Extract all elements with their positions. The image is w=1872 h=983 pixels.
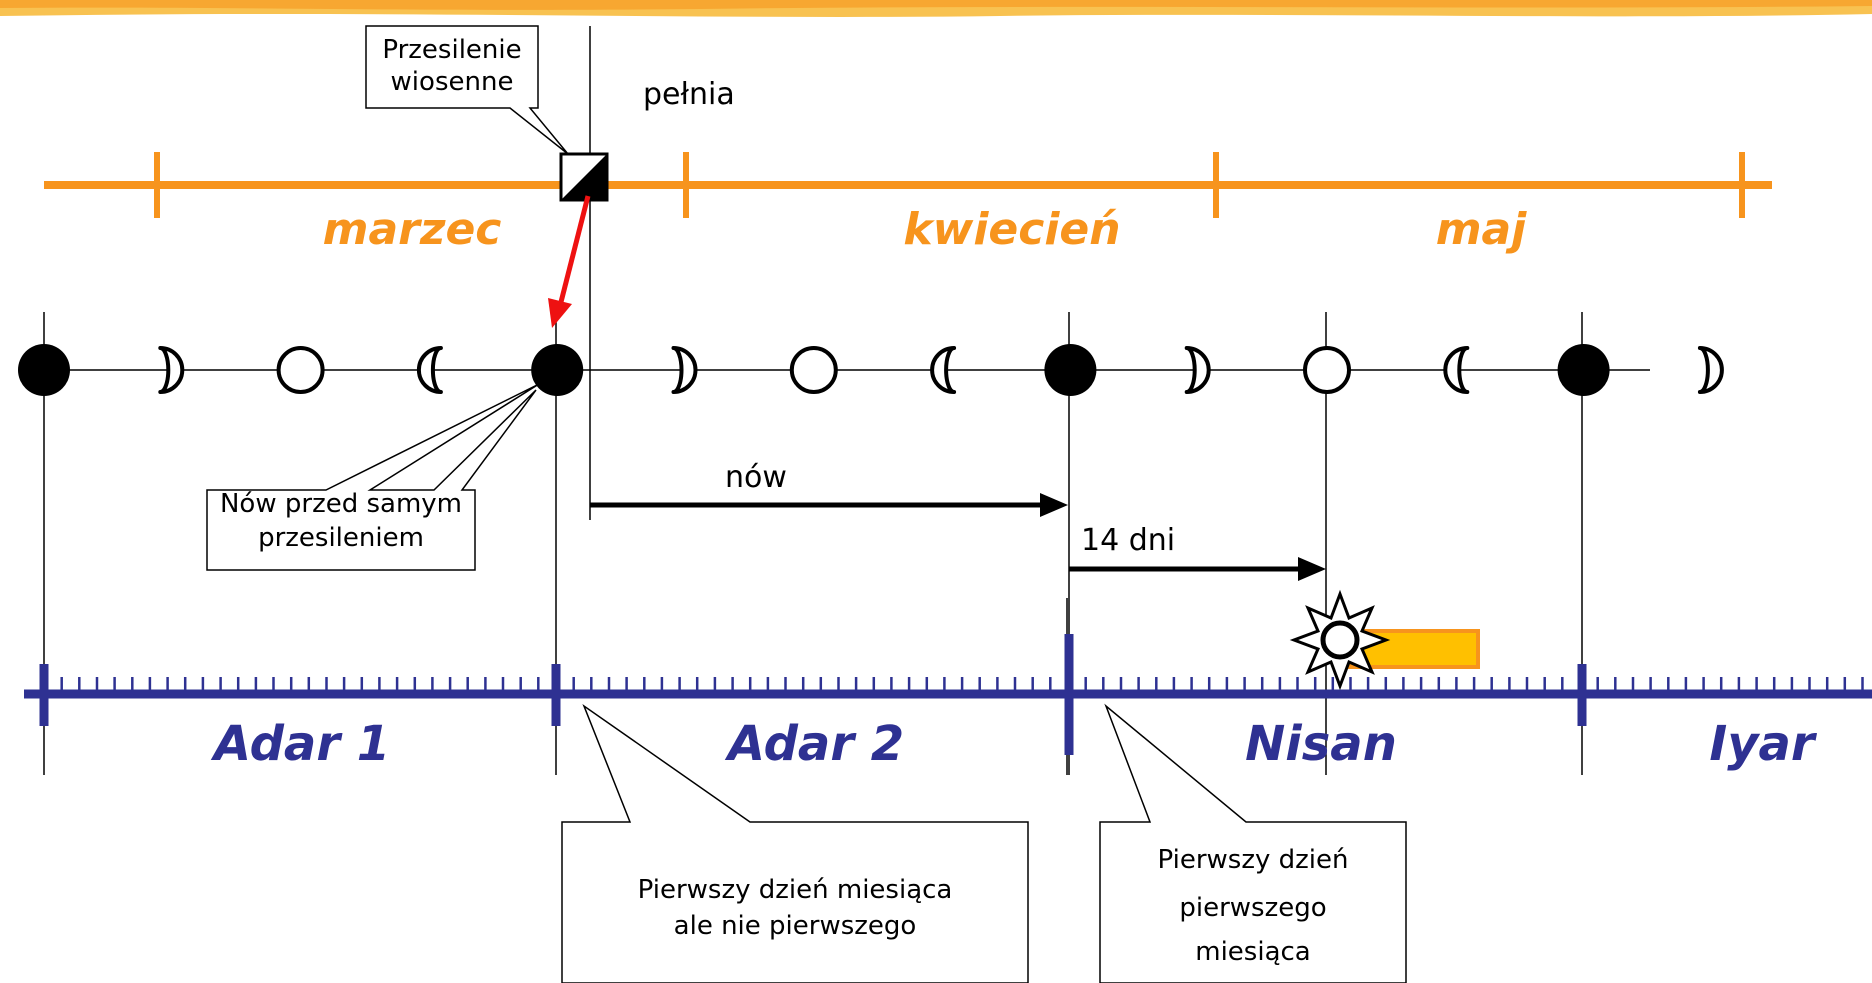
new-moon-icon: [1044, 344, 1097, 396]
fourteen-days-arrow: 14 dni: [1069, 523, 1326, 581]
first-day-not-first-callout: Pierwszy dzień miesiąca ale nie pierwsze…: [561, 703, 1029, 983]
full-moon-label: pełnia: [643, 77, 735, 112]
first-quarter-icon: [671, 346, 698, 394]
hebrew-month-adar-2: Adar 2: [724, 716, 904, 772]
full-moon-icon: [789, 346, 838, 394]
month-label-marzec: marzec: [323, 204, 502, 255]
full-moon-icon: [1303, 346, 1351, 394]
gregorian-ticks: [154, 152, 1745, 218]
first-day-first-callout: Pierwszy dzień pierwszego miesiąca: [1099, 703, 1407, 983]
new-moon-interval-arrow: nów: [590, 460, 1068, 517]
new-moon-callout: Nów przed samym przesileniem: [206, 383, 540, 571]
first-day-not-first-line-1: Pierwszy dzień miesiąca: [638, 875, 953, 905]
hebrew-timeline: Adar 1 Adar 2 Nisan Iyar: [24, 634, 1872, 772]
full-moon-icon: [276, 346, 325, 394]
last-quarter-icon: [416, 346, 443, 394]
new-moon-icon: [1557, 344, 1610, 396]
equinox-square-icon: [559, 152, 609, 202]
sun-icon: [1289, 589, 1391, 691]
new-moon-icon: [531, 344, 584, 396]
first-day-not-first-line-2: ale nie pierwszego: [674, 911, 917, 941]
new-moon-icon: [18, 344, 70, 396]
first-day-first-line-2: pierwszego: [1179, 893, 1326, 923]
first-quarter-icon: [158, 346, 185, 394]
first-quarter-icon: [1697, 346, 1724, 394]
month-label-maj: maj: [1436, 204, 1528, 255]
equinox-callout-line-1: Przesilenie: [382, 35, 521, 65]
last-quarter-icon: [1443, 346, 1470, 394]
last-quarter-icon: [930, 346, 957, 394]
new-moon-arrow-label: nów: [725, 460, 787, 495]
header-brush-decoration: [0, 0, 1872, 17]
hebrew-month-ticks: [39, 634, 1587, 755]
moon-phase-row: [18, 344, 1724, 396]
new-moon-callout-line-1: Nów przed samym: [220, 489, 462, 519]
first-quarter-icon: [1184, 346, 1211, 394]
gregorian-timeline: marzec kwiecień maj: [44, 152, 1772, 255]
hebrew-month-iyar: Iyar: [1709, 716, 1818, 772]
first-day-first-line-1: Pierwszy dzień: [1158, 845, 1349, 875]
new-moon-callout-line-2: przesileniem: [258, 523, 424, 553]
hebrew-month-adar-1: Adar 1: [210, 716, 390, 772]
fourteen-days-label: 14 dni: [1081, 523, 1175, 558]
equinox-callout: Przesilenie wiosenne: [365, 25, 569, 155]
month-label-kwiecien: kwiecień: [903, 204, 1120, 255]
equinox-callout-line-2: wiosenne: [391, 67, 514, 97]
red-arrow-icon: [548, 195, 591, 328]
first-day-first-line-3: miesiąca: [1195, 937, 1310, 967]
hebrew-month-nisan: Nisan: [1245, 716, 1397, 772]
